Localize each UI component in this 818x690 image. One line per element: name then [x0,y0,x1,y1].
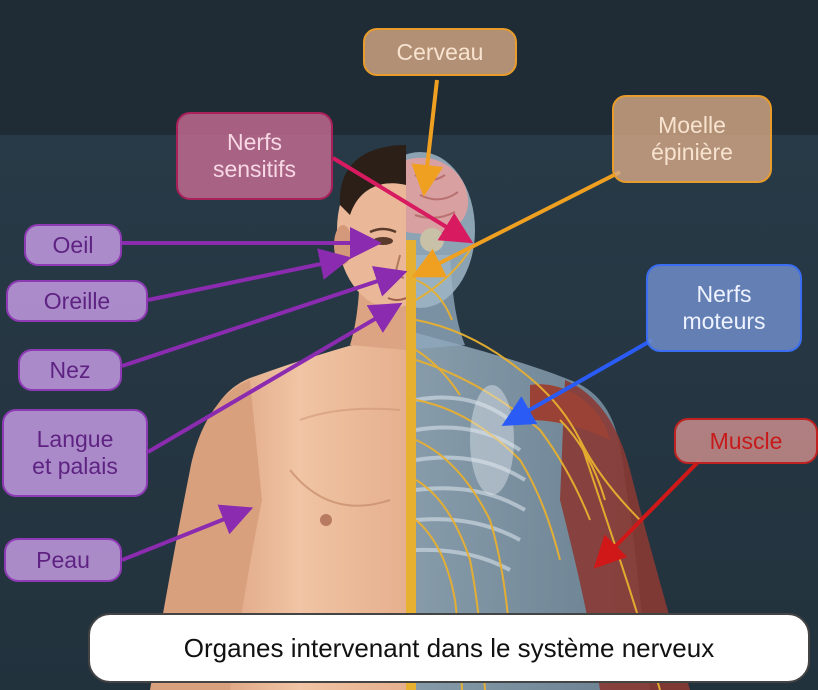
label-nez: Nez [18,349,122,391]
label-nerfs-moteurs: Nerfs moteurs [646,264,802,352]
arrow-oreille [148,260,340,300]
label-peau: Peau [4,538,122,582]
label-moelle-epiniere: Moelle épinière [612,95,772,183]
label-oreille: Oreille [6,280,148,322]
caption: Organes intervenant dans le système nerv… [88,613,810,683]
label-cerveau: Cerveau [363,28,517,76]
label-nerfs-sensitifs: Nerfs sensitifs [176,112,333,200]
anatomy-half [365,152,690,690]
label-oeil: Oeil [24,224,122,266]
skin-half [150,145,447,690]
label-muscle: Muscle [674,418,818,464]
label-langue-et-palais: Langue et palais [2,409,148,497]
